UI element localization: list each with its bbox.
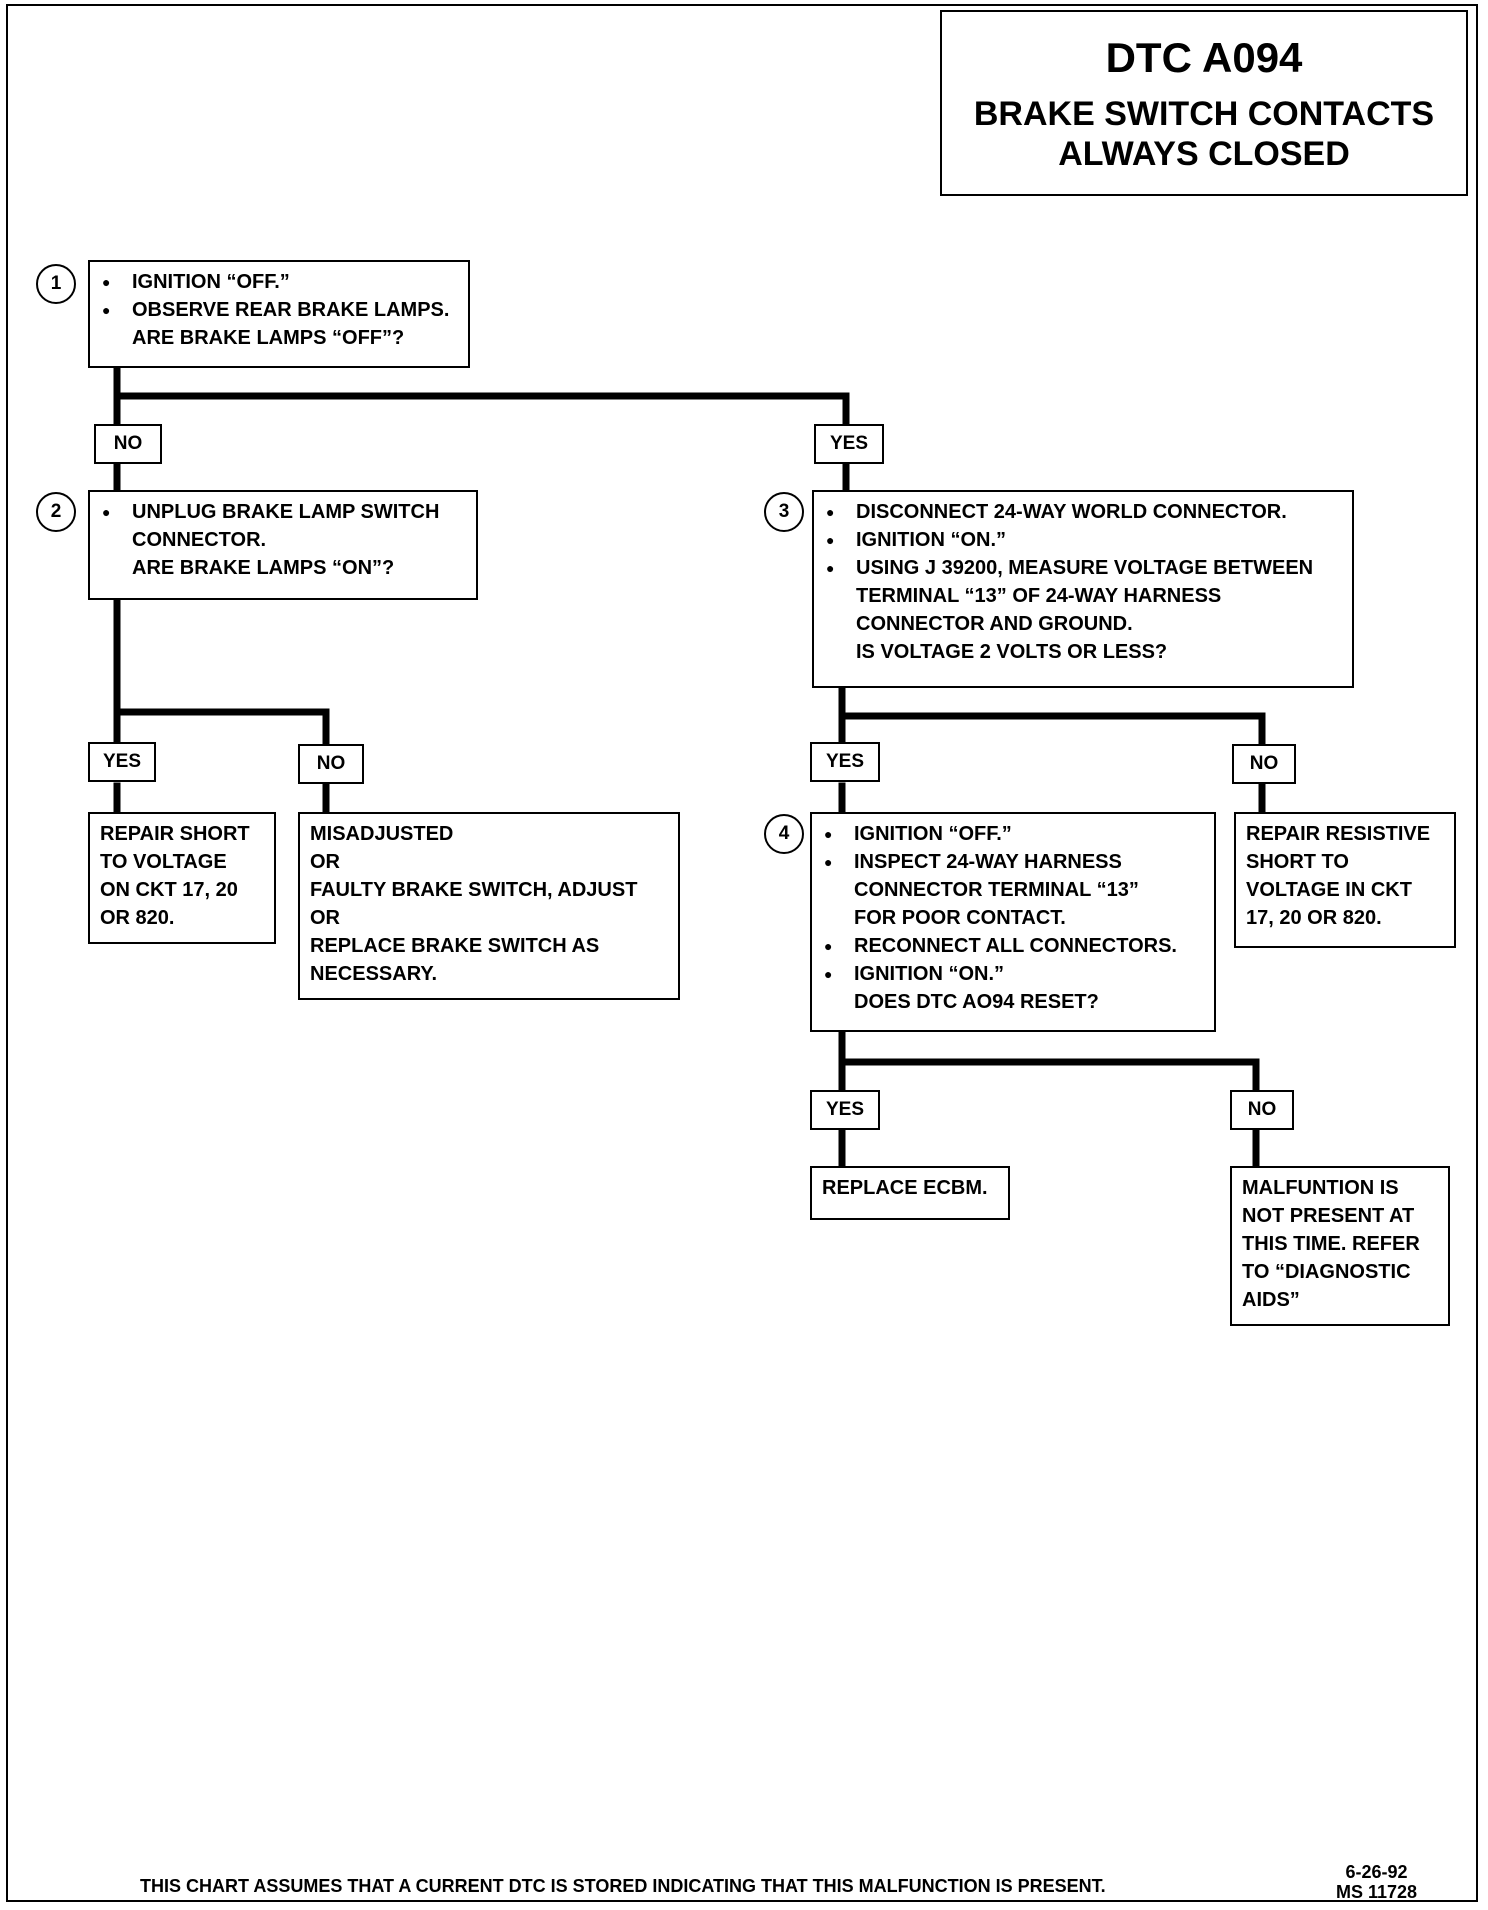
- result-line: TO VOLTAGE: [100, 851, 227, 873]
- result-repair-short: REPAIR SHORT TO VOLTAGE ON CKT 17, 20 OR…: [88, 812, 276, 944]
- branch-label-s2-no: NO: [298, 744, 364, 784]
- connector-s1-yes: [113, 392, 850, 440]
- title-subtitle-line2: ALWAYS CLOSED: [1058, 135, 1350, 173]
- result-line: FAULTY BRAKE SWITCH, ADJUST: [310, 879, 638, 901]
- step-4-item: IGNITION “OFF.”: [822, 820, 1204, 848]
- result-line: THIS TIME. REFER: [1242, 1233, 1420, 1255]
- branch-label-s4-yes: YES: [810, 1090, 880, 1130]
- page-border: [6, 4, 1478, 1902]
- step-4-item: INSPECT 24-WAY HARNESS: [822, 848, 1204, 876]
- result-line: REPAIR RESISTIVE: [1246, 823, 1431, 845]
- branch-label-s4-no: NO: [1230, 1090, 1294, 1130]
- branch-label-s1-yes: YES: [814, 424, 884, 464]
- connector-s4-no: [838, 1058, 1260, 1096]
- branch-label-s1-no: NO: [94, 424, 162, 464]
- result-replace-ecbm: REPLACE ECBM.: [810, 1166, 1010, 1220]
- step-4-item: RECONNECT ALL CONNECTORS.: [822, 932, 1204, 960]
- step-3-box: DISCONNECT 24-WAY WORLD CONNECTOR. IGNIT…: [812, 490, 1354, 688]
- result-line: OR 820.: [100, 907, 175, 929]
- result-line: REPLACE BRAKE SWITCH AS: [310, 935, 600, 957]
- step-3-item: DISCONNECT 24-WAY WORLD CONNECTOR.: [824, 498, 1342, 526]
- dtc-code: DTC A094: [1105, 34, 1303, 81]
- step-4-question: DOES DTC AO94 RESET?: [854, 991, 1099, 1013]
- branch-label-s2-yes: YES: [88, 742, 156, 782]
- result-line: AIDS”: [1242, 1289, 1300, 1311]
- branch-label-s3-no: NO: [1232, 744, 1296, 784]
- result-repair-resistive: REPAIR RESISTIVE SHORT TO VOLTAGE IN CKT…: [1234, 812, 1456, 948]
- title-box: DTC A094 BRAKE SWITCH CONTACTS ALWAYS CL…: [940, 10, 1468, 196]
- result-misadjusted: MISADJUSTED OR FAULTY BRAKE SWITCH, ADJU…: [298, 812, 680, 1000]
- step-4-item-cont: CONNECTOR TERMINAL “13”: [854, 879, 1139, 901]
- connector-s2-no: [113, 708, 330, 750]
- step-number-4: 4: [764, 814, 804, 854]
- result-line: NOT PRESENT AT: [1242, 1205, 1415, 1227]
- result-line: OR: [310, 907, 340, 929]
- step-4-item-cont: FOR POOR CONTACT.: [854, 907, 1066, 929]
- step-number-1: 1: [36, 264, 76, 304]
- step-2-item-cont: CONNECTOR.: [132, 529, 267, 551]
- result-line: ON CKT 17, 20: [100, 879, 238, 901]
- result-line: VOLTAGE IN CKT: [1246, 879, 1412, 901]
- result-line: MALFUNTION IS: [1242, 1177, 1399, 1199]
- step-3-item-cont: CONNECTOR AND GROUND.: [856, 613, 1133, 635]
- step-3-item: IGNITION “ON.”: [824, 526, 1342, 554]
- step-1-item: OBSERVE REAR BRAKE LAMPS.: [100, 296, 458, 324]
- step-2-question: ARE BRAKE LAMPS “ON”?: [132, 557, 395, 579]
- result-line: SHORT TO: [1246, 851, 1349, 873]
- footer-doc-id: MS 11728: [1336, 1882, 1418, 1902]
- result-line: NECESSARY.: [310, 963, 438, 985]
- step-3-item: USING J 39200, MEASURE VOLTAGE BETWEEN: [824, 554, 1342, 582]
- result-line: OR: [310, 851, 340, 873]
- step-1-item: IGNITION “OFF.”: [100, 268, 458, 296]
- step-number-3: 3: [764, 492, 804, 532]
- title-subtitle: BRAKE SWITCH CONTACTS ALWAYS CLOSED: [942, 94, 1466, 174]
- result-line: TO “DIAGNOSTIC: [1242, 1261, 1411, 1283]
- step-2-item: UNPLUG BRAKE LAMP SWITCH: [100, 498, 466, 526]
- result-line: REPLACE ECBM.: [822, 1177, 988, 1199]
- step-number-2: 2: [36, 492, 76, 532]
- result-line: 17, 20 OR 820.: [1246, 907, 1382, 929]
- branch-label-s3-yes: YES: [810, 742, 880, 782]
- step-4-box: IGNITION “OFF.” INSPECT 24-WAY HARNESS C…: [810, 812, 1216, 1032]
- connector-s3-no: [838, 712, 1266, 750]
- step-1-box: IGNITION “OFF.” OBSERVE REAR BRAKE LAMPS…: [88, 260, 470, 368]
- step-3-question: IS VOLTAGE 2 VOLTS OR LESS?: [856, 641, 1168, 663]
- step-3-item-cont: TERMINAL “13” OF 24-WAY HARNESS: [856, 585, 1222, 607]
- title-subtitle-line1: BRAKE SWITCH CONTACTS: [973, 95, 1435, 133]
- result-line: REPAIR SHORT: [100, 823, 250, 845]
- step-2-box: UNPLUG BRAKE LAMP SWITCH CONNECTOR. ARE …: [88, 490, 478, 600]
- step-4-item: IGNITION “ON.”: [822, 960, 1204, 988]
- footer-note: THIS CHART ASSUMES THAT A CURRENT DTC IS…: [140, 1876, 1106, 1896]
- result-malfunction-not-present: MALFUNTION IS NOT PRESENT AT THIS TIME. …: [1230, 1166, 1450, 1326]
- footer-id: 6-26-92 MS 11728: [1336, 1862, 1417, 1902]
- footer-date: 6-26-92: [1345, 1862, 1408, 1882]
- step-1-question: ARE BRAKE LAMPS “OFF”?: [132, 327, 405, 349]
- result-line: MISADJUSTED: [310, 823, 454, 845]
